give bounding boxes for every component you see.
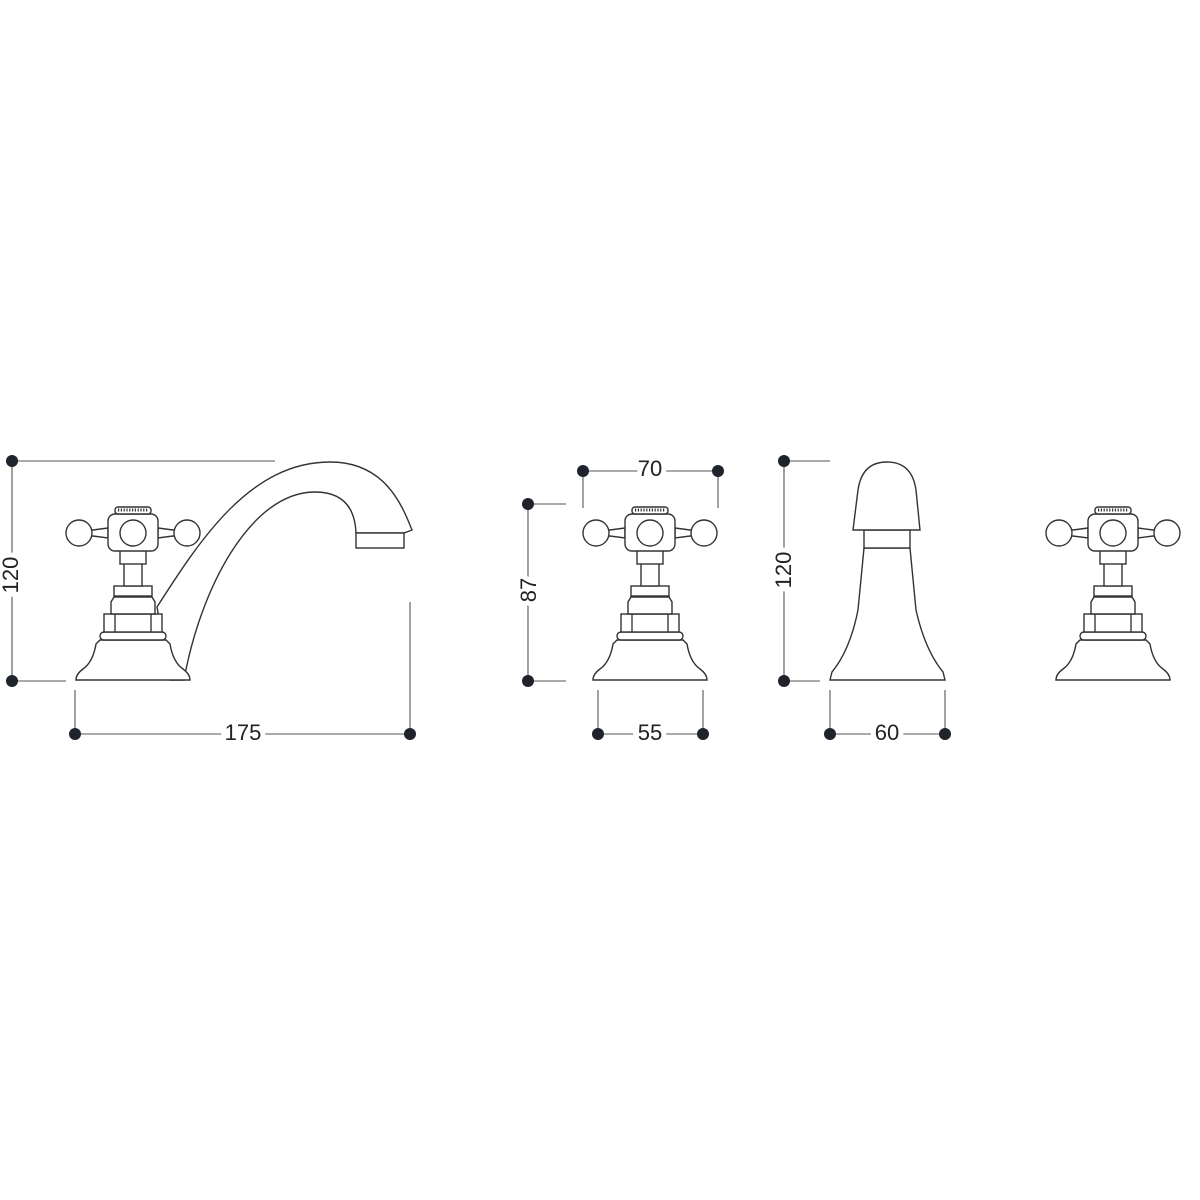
cross-handle-front-view xyxy=(581,505,719,682)
dimension-label: 55 xyxy=(638,720,662,745)
dimension-label: 70 xyxy=(638,456,662,481)
dimension-label: 120 xyxy=(771,552,796,589)
spout-outlet xyxy=(355,532,405,549)
dimension-mixer-width: 175 xyxy=(69,602,416,750)
dimension-spout-height: 120 xyxy=(766,455,830,687)
dimension-label: 120 xyxy=(0,557,23,594)
dimension-spout-base: 60 xyxy=(824,690,951,750)
spout-side-view xyxy=(829,461,946,681)
cross-handle-second xyxy=(1044,505,1182,682)
dimension-handle-span: 70 xyxy=(577,451,724,508)
dimension-handle-base: 55 xyxy=(592,690,709,750)
mixer-tap-drawing xyxy=(64,461,413,682)
dimension-label: 87 xyxy=(516,578,541,602)
dimension-label: 60 xyxy=(875,720,899,745)
dimension-handle-height: 87 xyxy=(511,498,566,687)
spout-outline xyxy=(156,461,413,681)
dimension-label: 175 xyxy=(225,720,262,745)
